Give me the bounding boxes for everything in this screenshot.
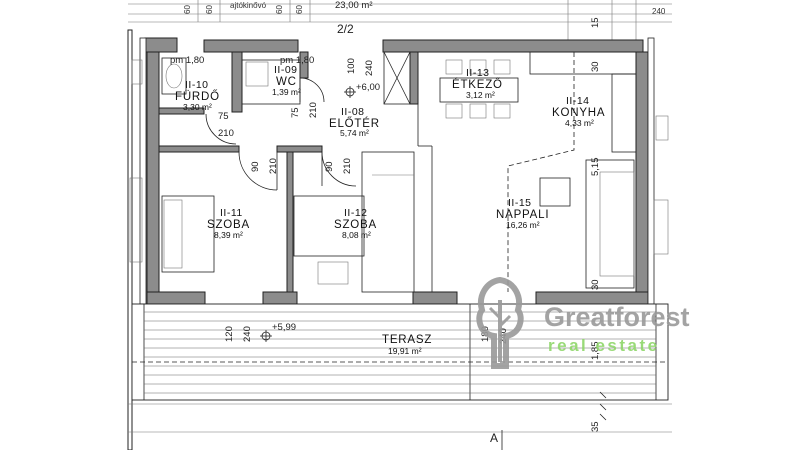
dim-wc-100: 100 (346, 58, 357, 74)
dim-wc-75: 75 (290, 107, 301, 118)
level-marker-icon (344, 86, 356, 98)
dim-terr-240a: 240 (242, 326, 253, 342)
dim-bath-210: 210 (218, 128, 234, 139)
room-number: II-15 (508, 197, 532, 209)
room-label-wc: II-09 WC 1,39 m² (272, 64, 301, 97)
dim-door1-90: 90 (250, 161, 261, 172)
walls (127, 29, 655, 450)
room-number: II-09 (274, 64, 298, 76)
dim-top-60a: 60 (183, 5, 192, 14)
room-number: II-14 (566, 95, 590, 107)
room-label-bath: II-10 FÜRDŐ 3,30 m² (175, 79, 220, 112)
top-dimension: 23,00 m² (335, 0, 373, 11)
room-label-terrace: TERASZ 19,91 m² (382, 334, 432, 356)
room-label-hall: II-08 ELŐTÉR 5,74 m² (329, 106, 380, 138)
room-number: II-13 (466, 67, 490, 79)
tree-logo-icon (476, 276, 524, 369)
plan-labels: ajtókinővó 23,00 m² 2/2 60 60 60 60 240 … (170, 0, 666, 445)
dim-top-240: 240 (652, 7, 666, 16)
room-area: 3,12 m² (466, 90, 495, 100)
dim-top-60d: 60 (295, 5, 304, 14)
interior-lines (129, 51, 669, 293)
sheet-label: 2/2 (337, 22, 354, 36)
room-area: 1,39 m² (272, 87, 301, 97)
room-label-dining: II-13 ÉTKEZŐ 3,12 m² (452, 67, 503, 100)
room-label-living: II-15 NAPPALI 16,26 m² (496, 197, 549, 230)
dim-wc-210: 210 (308, 102, 319, 118)
room-labels: II-09 WC 1,39 m² II-10 FÜRDŐ 3,30 m² II-… (175, 64, 605, 356)
room-number: II-11 (220, 207, 243, 219)
level-hall: +6,00 (356, 82, 380, 93)
room-number: II-12 (344, 207, 368, 219)
room-label-bedroom-1: II-11 SZOBA 8,39 m² (207, 207, 250, 240)
dim-right-30b: 30 (590, 279, 601, 290)
dim-terr-120: 120 (224, 326, 235, 342)
dim-door1-210: 210 (268, 158, 279, 174)
level-marker-icon (260, 330, 272, 342)
room-name: FÜRDŐ (175, 89, 220, 103)
level-terrace: +5,99 (272, 322, 296, 333)
room-name: TERASZ (382, 334, 432, 346)
dim-top-15: 15 (590, 17, 601, 28)
left-white-margin (0, 0, 128, 450)
room-name: KONYHA (552, 107, 605, 119)
room-name: SZOBA (207, 219, 250, 231)
room-area: 5,74 m² (340, 128, 369, 138)
dim-top-60b: 60 (205, 5, 214, 14)
room-name: ÉTKEZŐ (452, 77, 503, 91)
room-area: 8,39 m² (214, 230, 243, 240)
room-area: 8,08 m² (342, 230, 371, 240)
room-area: 4,33 m² (565, 118, 594, 128)
dim-door2-210: 210 (342, 158, 353, 174)
room-label-kitchen: II-14 KONYHA 4,33 m² (552, 95, 605, 128)
section-line-icon (501, 391, 607, 450)
dim-top-60c: 60 (275, 5, 284, 14)
dim-bath-75: 75 (218, 111, 229, 122)
dim-right-515: 5,15 (590, 158, 601, 177)
room-name: ELŐTÉR (329, 116, 380, 130)
watermark-brand: Greatforest (544, 302, 690, 332)
dim-door2-90: 90 (324, 161, 335, 172)
room-name: SZOBA (334, 219, 377, 231)
room-number: II-10 (185, 79, 209, 91)
terrace-hatching (144, 311, 656, 394)
watermark-tagline: real estate (548, 336, 660, 355)
room-name: WC (276, 76, 297, 88)
dim-right-185: 1,85 (590, 342, 601, 361)
dim-right-30a: 30 (590, 61, 601, 72)
section-mark: A (490, 431, 498, 445)
room-area: 16,26 m² (506, 220, 540, 230)
brand-watermark: Greatforest real estate (476, 276, 690, 369)
dim-wc-240: 240 (364, 60, 375, 76)
pm-right: pm 1,80 (280, 55, 314, 66)
room-label-bedroom-2: II-12 SZOBA 8,08 m² (334, 207, 377, 240)
room-area: 3,30 m² (183, 102, 212, 112)
top-note: ajtókinővó (230, 1, 267, 10)
dim-right-35: 35 (590, 421, 601, 432)
room-number: II-08 (341, 106, 365, 118)
right-white-margin (672, 0, 800, 450)
top-rule-lines (128, 0, 672, 45)
room-area: 19,91 m² (388, 346, 422, 356)
pm-left: pm 1,80 (170, 55, 204, 66)
room-name: NAPPALI (496, 209, 549, 221)
